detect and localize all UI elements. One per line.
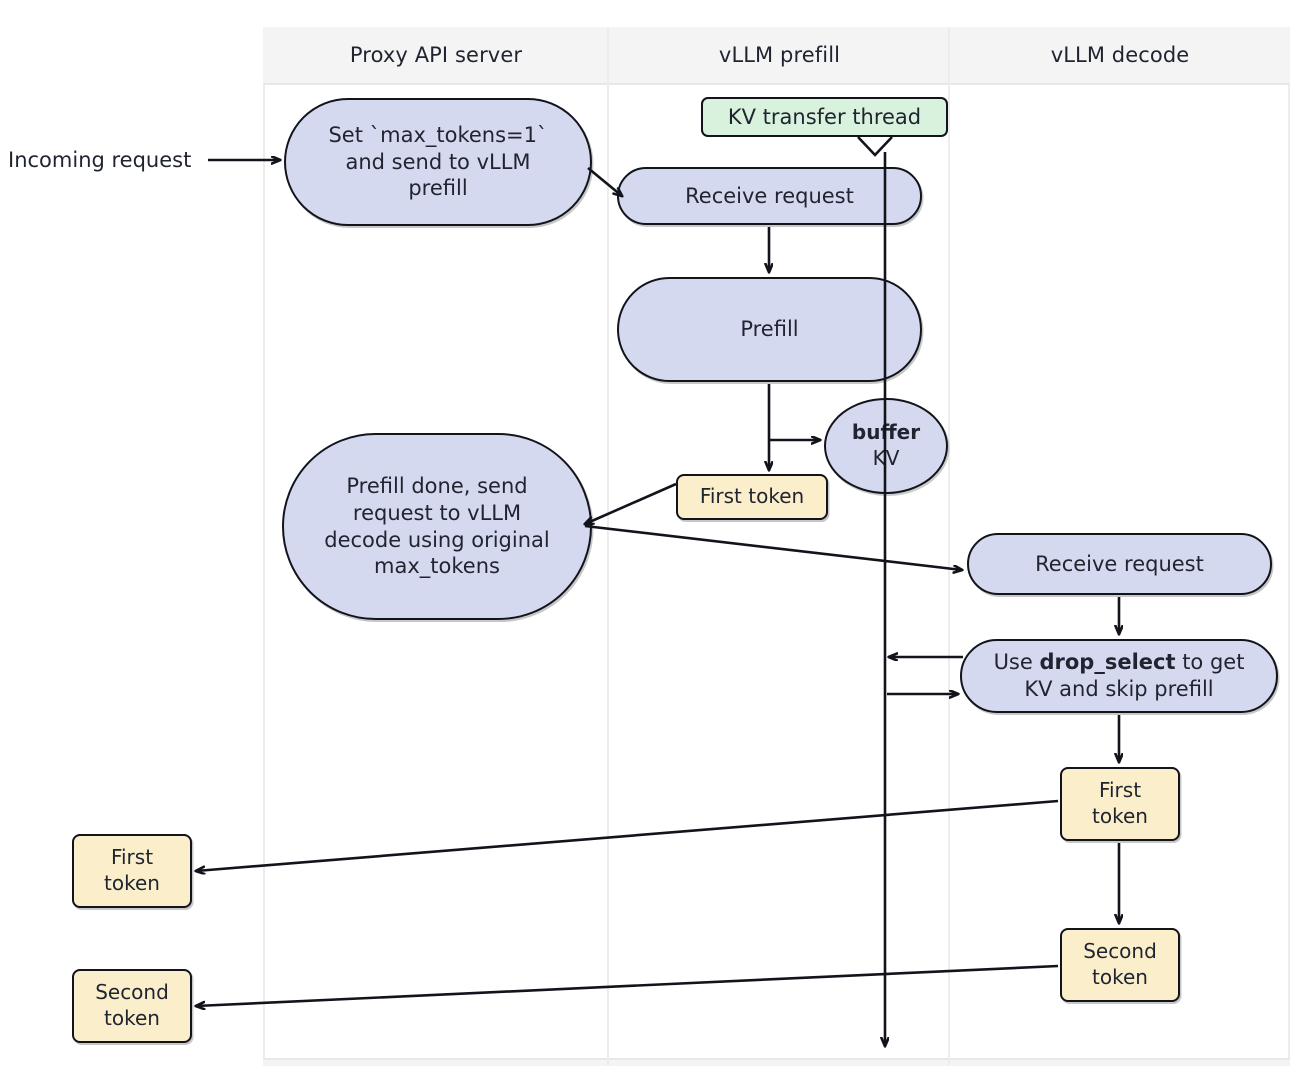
- incoming-request-label: Incoming request: [8, 148, 192, 172]
- lane-header-proxy: Proxy API server: [263, 27, 609, 85]
- lane-divider-2: [948, 27, 950, 1066]
- node-prefill[interactable]: Prefill: [617, 277, 922, 382]
- node-kv-transfer-thread[interactable]: KV transfer thread: [701, 97, 948, 137]
- node-output-first-token[interactable]: First token: [72, 834, 192, 908]
- node-prefill-first-token[interactable]: First token: [676, 474, 828, 520]
- node-output-second-token-line1: Second: [95, 980, 169, 1005]
- node-buffer-kv-title: buffer: [851, 420, 921, 445]
- node-output-first-token-line2: token: [104, 871, 160, 895]
- node-set-max-tokens-label: Set `max_tokens=1` and send to vLLM pref…: [328, 122, 548, 201]
- node-prefill-receive-request-label: Receive request: [685, 183, 854, 208]
- node-drop-select[interactable]: Use drop_select to get KV and skip prefi…: [960, 639, 1278, 713]
- node-drop-select-pre: Use: [993, 650, 1040, 675]
- node-prefill-done[interactable]: Prefill done, send request to vLLM decod…: [282, 433, 592, 620]
- lane-header-proxy-label: Proxy API server: [349, 43, 523, 67]
- node-prefill-first-token-label: First token: [699, 484, 805, 509]
- lane-divider-1: [607, 27, 609, 1066]
- node-buffer-kv[interactable]: buffer KV: [824, 398, 948, 494]
- lane-header-decode-label: vLLM decode: [1050, 43, 1190, 67]
- node-drop-select-post: to get KV and skip prefill: [1024, 650, 1245, 701]
- node-decode-first-token-line2: token: [1092, 804, 1148, 828]
- node-prefill-label: Prefill: [740, 317, 799, 342]
- node-decode-receive-request[interactable]: Receive request: [967, 533, 1272, 595]
- lane-header-prefill: vLLM prefill: [609, 27, 950, 85]
- node-decode-first-token-line1: First: [1098, 778, 1142, 803]
- node-drop-select-label: Use drop_select to get KV and skip prefi…: [984, 649, 1254, 703]
- node-decode-second-token[interactable]: Second token: [1060, 928, 1180, 1002]
- swimlane-band: [263, 27, 1290, 1066]
- node-decode-first-token[interactable]: First token: [1060, 767, 1180, 841]
- node-set-max-tokens[interactable]: Set `max_tokens=1` and send to vLLM pref…: [284, 98, 592, 226]
- node-output-second-token[interactable]: Second token: [72, 969, 192, 1043]
- node-buffer-kv-subtitle: KV: [872, 446, 900, 470]
- node-decode-receive-request-label: Receive request: [1035, 551, 1204, 576]
- node-kv-transfer-thread-label: KV transfer thread: [727, 104, 922, 129]
- node-decode-second-token-line1: Second: [1083, 939, 1157, 964]
- node-decode-second-token-line2: token: [1092, 965, 1148, 989]
- node-output-second-token-line2: token: [104, 1006, 160, 1030]
- node-prefill-done-label: Prefill done, send request to vLLM decod…: [324, 473, 550, 579]
- node-drop-select-keyword: drop_select: [1039, 650, 1176, 675]
- node-prefill-receive-request[interactable]: Receive request: [617, 167, 922, 225]
- swimlane-footer: [263, 1058, 1290, 1066]
- lane-header-decode: vLLM decode: [950, 27, 1290, 85]
- lane-header-prefill-label: vLLM prefill: [718, 43, 841, 67]
- node-output-first-token-line1: First: [110, 845, 154, 870]
